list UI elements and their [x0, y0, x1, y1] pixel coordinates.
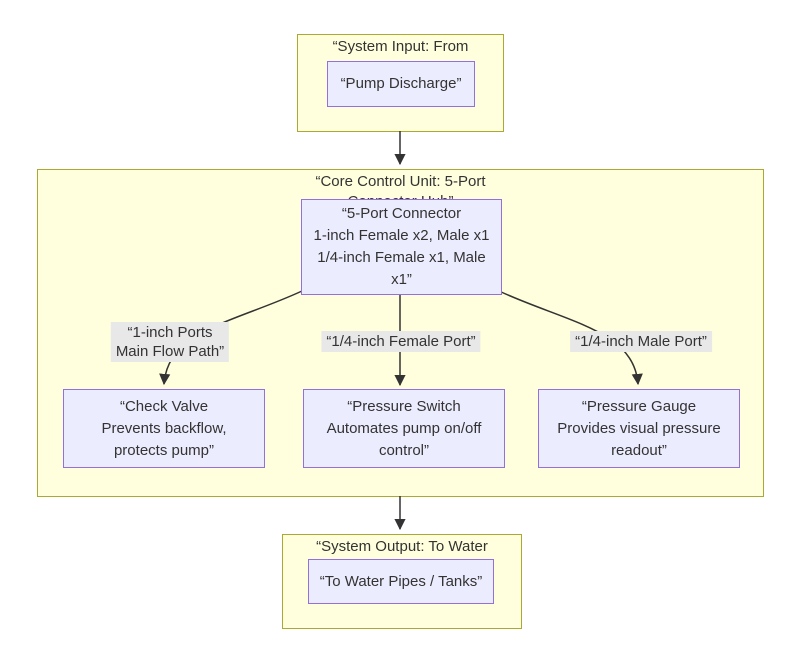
- node-to-water-pipes-tanks-label: “To Water Pipes / Tanks”: [319, 572, 483, 590]
- node-pump-discharge: “Pump Discharge”: [327, 61, 475, 107]
- node-pressure-switch-label: “Pressure Switch Automates pump on/off c…: [326, 397, 482, 459]
- node-pressure-gauge: “Pressure Gauge Provides visual pressure…: [538, 389, 740, 468]
- node-five-port-connector: “5-Port Connector 1-inch Female x2, Male…: [301, 199, 502, 295]
- node-pressure-switch: “Pressure Switch Automates pump on/off c…: [303, 389, 505, 468]
- node-pressure-gauge-label: “Pressure Gauge Provides visual pressure…: [557, 397, 721, 459]
- node-check-valve-label: “Check Valve Prevents backflow, protects…: [101, 397, 227, 459]
- edge-label-quarter-inch-male-port: “1/4-inch Male Port”: [570, 331, 712, 352]
- edge-fiveport-to-pressure-gauge: [498, 290, 643, 386]
- node-five-port-connector-label: “5-Port Connector 1-inch Female x2, Male…: [313, 205, 490, 288]
- edge-label-quarter-inch-female-port: “1/4-inch Female Port”: [321, 331, 481, 352]
- node-to-water-pipes-tanks: “To Water Pipes / Tanks”: [308, 559, 494, 604]
- node-check-valve: “Check Valve Prevents backflow, protects…: [63, 389, 265, 468]
- edge-label-one-inch-ports: “1-inch Ports Main Flow Path”: [110, 322, 230, 362]
- node-pump-discharge-label: “Pump Discharge”: [340, 75, 462, 92]
